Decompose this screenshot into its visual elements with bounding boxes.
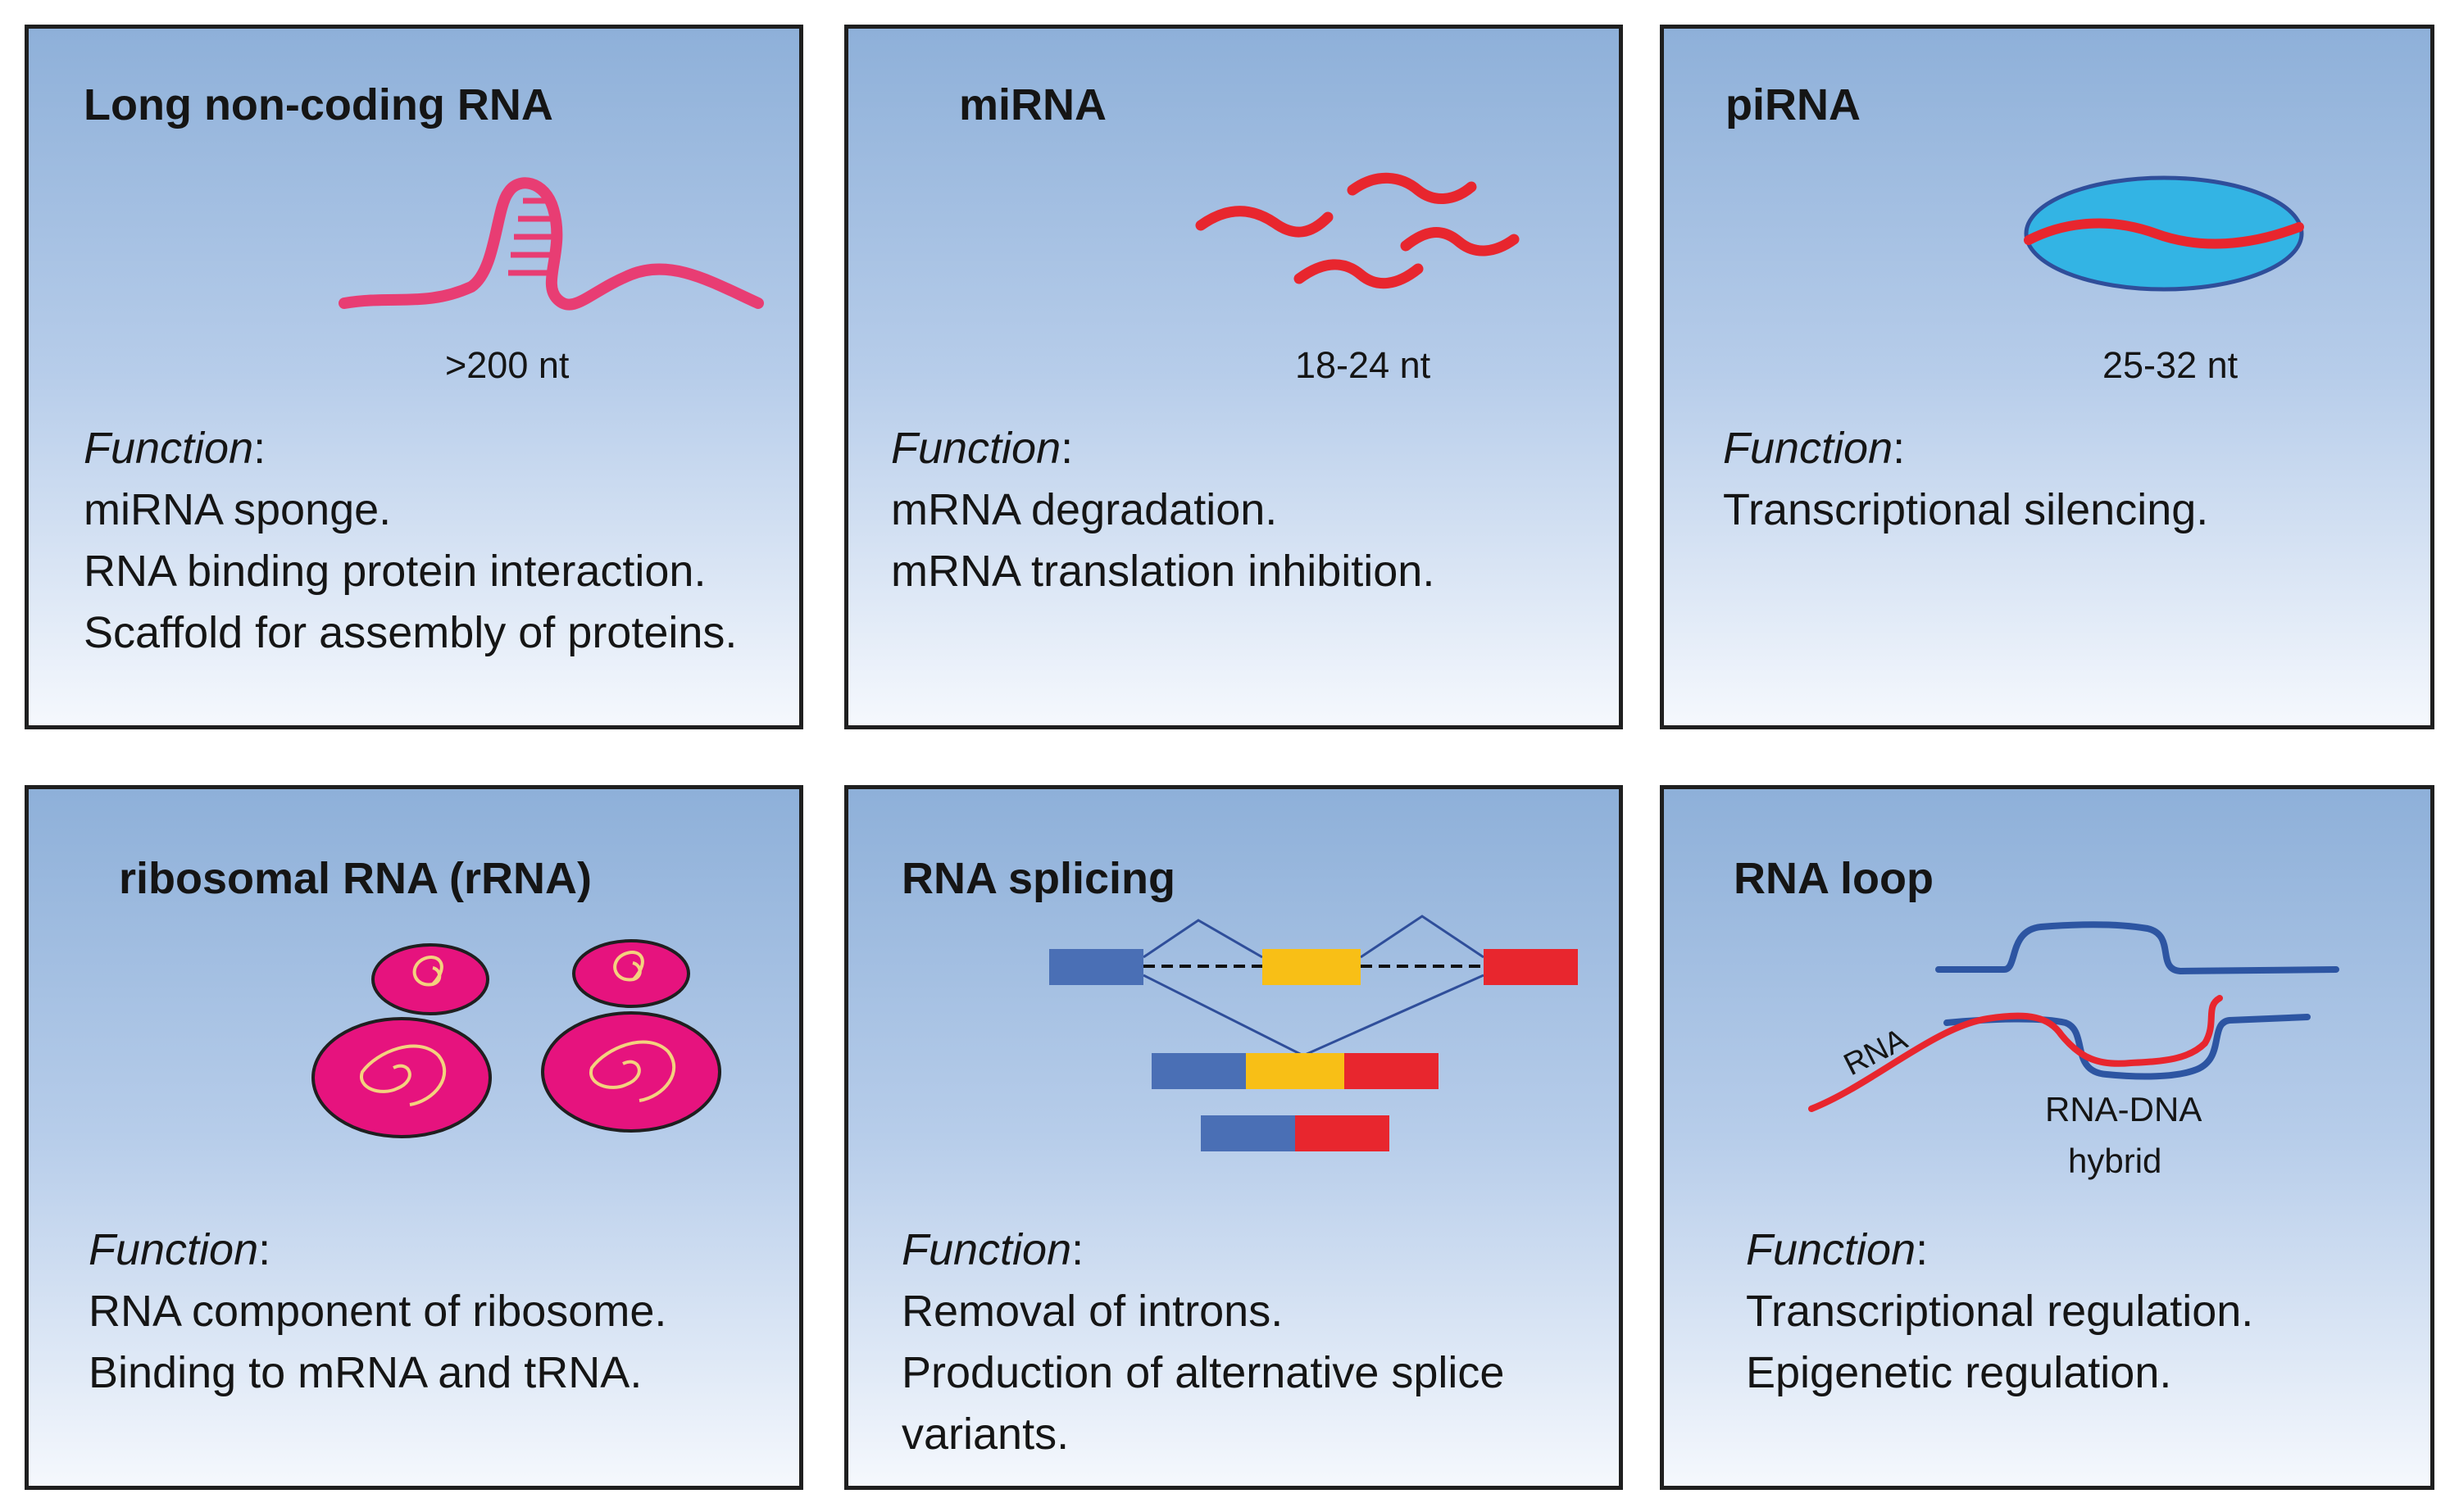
length-label: 25-32 nt <box>2102 344 2239 386</box>
function-block: Function: Transcriptional silencing. <box>1723 418 2208 541</box>
panel-splicing: RNA splicing Function: Removal of intron… <box>844 785 1623 1490</box>
exon-blue <box>1049 949 1143 985</box>
panel-rrna: ribosomal RNA (rRNA) Function: RNA compo… <box>25 785 803 1490</box>
panel-title: RNA splicing <box>902 854 1176 903</box>
ribosome-illustration <box>311 939 721 1138</box>
function-heading: Function <box>84 424 254 473</box>
pirna-complex-illustration <box>2024 175 2304 292</box>
length-label: 18-24 nt <box>1295 344 1431 386</box>
function-heading: Function <box>1723 424 1893 473</box>
function-item: mRNA translation inhibition. <box>891 547 1435 596</box>
hybrid-label-1: RNA-DNA <box>2045 1090 2202 1128</box>
ribosome-left <box>311 943 492 1138</box>
exon-yellow <box>1262 949 1361 985</box>
length-label: >200 nt <box>445 344 570 386</box>
hybrid-label-2: hybrid <box>2068 1142 2161 1180</box>
panel-mirna: miRNA 18-24 nt Function: mRNA degradatio… <box>844 25 1623 729</box>
lncrna-hairpin-illustration <box>339 177 764 311</box>
panel-lncrna: Long non-coding RNA >200 nt Function: mi… <box>25 25 803 729</box>
panel-pirna: piRNA 25-32 nt Function: Transcriptional… <box>1660 25 2434 729</box>
function-item: Binding to mRNA and tRNA. <box>89 1348 643 1397</box>
function-item: Transcriptional regulation. <box>1746 1287 2254 1336</box>
function-block: Function: Removal of introns. Production… <box>902 1219 1504 1465</box>
panel-rloop: RNA loop RNA RNA-DNA hybrid Function: Tr… <box>1660 785 2434 1490</box>
function-item: miRNA sponge. <box>84 485 392 534</box>
function-block: Function: miRNA sponge. RNA binding prot… <box>84 418 737 664</box>
panel-title: RNA loop <box>1734 854 1934 903</box>
function-heading: Function <box>89 1225 259 1274</box>
function-item: variants. <box>902 1410 1070 1459</box>
panel-title: ribosomal RNA (rRNA) <box>119 854 593 903</box>
function-item: Scaffold for assembly of proteins. <box>84 608 738 657</box>
function-item: Transcriptional silencing. <box>1723 485 2209 534</box>
function-heading: Function <box>891 424 1061 473</box>
function-block: Function: mRNA degradation. mRNA transla… <box>891 418 1434 602</box>
splicing-illustration <box>1049 915 1578 1151</box>
panel-title: Long non-coding RNA <box>84 80 553 129</box>
function-item: Removal of introns. <box>902 1287 1284 1336</box>
panel-title: miRNA <box>959 80 1107 129</box>
mirna-strands-illustration <box>1195 172 1520 289</box>
rloop-illustration: RNA RNA-DNA hybrid <box>1808 921 2339 1180</box>
function-item: RNA binding protein interaction. <box>84 547 707 596</box>
function-heading: Function <box>902 1225 1072 1274</box>
function-block: Function: RNA component of ribosome. Bin… <box>89 1219 666 1404</box>
ribosome-right <box>541 939 721 1133</box>
function-item: RNA component of ribosome. <box>89 1287 667 1336</box>
function-item: Epigenetic regulation. <box>1746 1348 2172 1397</box>
function-item: Production of alternative splice <box>902 1348 1505 1397</box>
exon-red <box>1484 949 1578 985</box>
function-heading: Function <box>1746 1225 1916 1274</box>
function-item: mRNA degradation. <box>891 485 1278 534</box>
function-block: Function: Transcriptional regulation. Ep… <box>1746 1219 2253 1404</box>
panel-title: piRNA <box>1725 80 1861 129</box>
